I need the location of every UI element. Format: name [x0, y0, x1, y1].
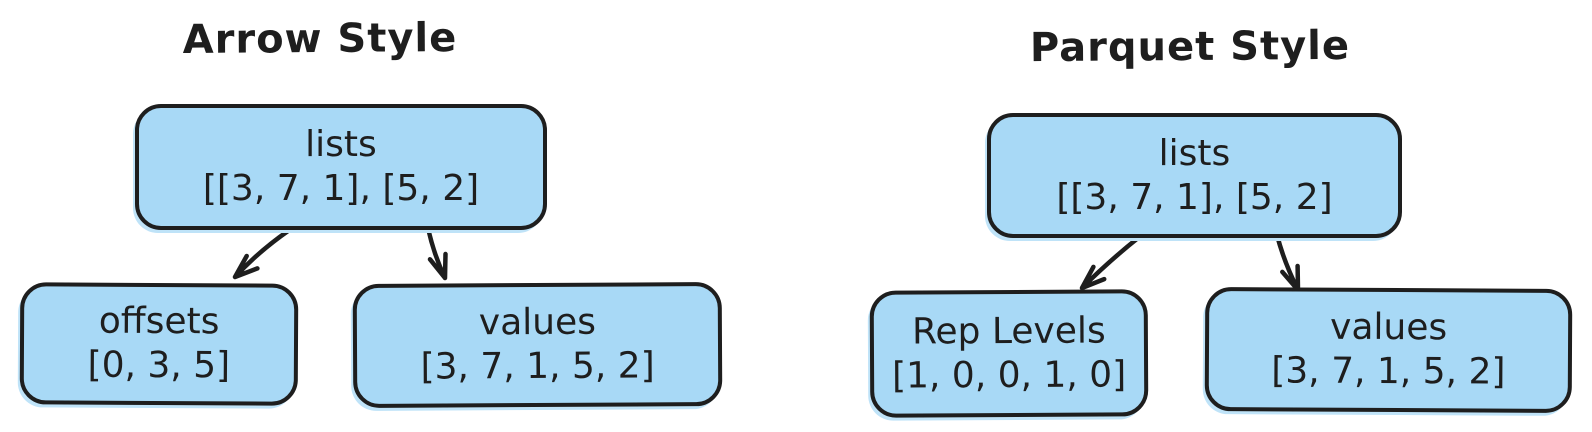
arrow-lists-to-replevels	[1079, 235, 1141, 291]
arrow-values-node: values [3, 7, 1, 5, 2]	[352, 282, 723, 408]
node-value: [[3, 7, 1], [5, 2]	[1056, 176, 1333, 218]
node-value: [3, 7, 1, 5, 2]	[420, 345, 655, 388]
parquet-lists-node: lists [[3, 7, 1], [5, 2]	[987, 113, 1402, 238]
arrow-lists-node: lists [[3, 7, 1], [5, 2]	[135, 104, 547, 230]
arrow-offsets-node: offsets [0, 3, 5]	[19, 282, 299, 406]
node-label: values	[478, 301, 597, 344]
arrow-lists-to-values-left	[425, 225, 448, 281]
parquet-values-node: values [3, 7, 1, 5, 2]	[1204, 287, 1573, 413]
node-label: offsets	[98, 300, 220, 343]
node-value: [3, 7, 1, 5, 2]	[1271, 350, 1506, 393]
node-label: lists	[305, 124, 377, 166]
arrow-lists-to-values-right	[1274, 232, 1301, 293]
node-label: lists	[1158, 132, 1231, 174]
node-value: [1, 0, 0, 1, 0]	[891, 353, 1127, 397]
node-label: Rep Levels	[911, 310, 1106, 353]
node-label: values	[1329, 306, 1448, 349]
parquet-replevels-node: Rep Levels [1, 0, 0, 1, 0]	[869, 289, 1149, 418]
parquet-style-title: Parquet Style	[1029, 22, 1351, 72]
arrow-lists-to-offsets	[232, 228, 291, 280]
arrow-style-title: Arrow Style	[182, 15, 458, 63]
node-value: [[3, 7, 1], [5, 2]	[202, 168, 480, 209]
node-value: [0, 3, 5]	[87, 344, 231, 387]
